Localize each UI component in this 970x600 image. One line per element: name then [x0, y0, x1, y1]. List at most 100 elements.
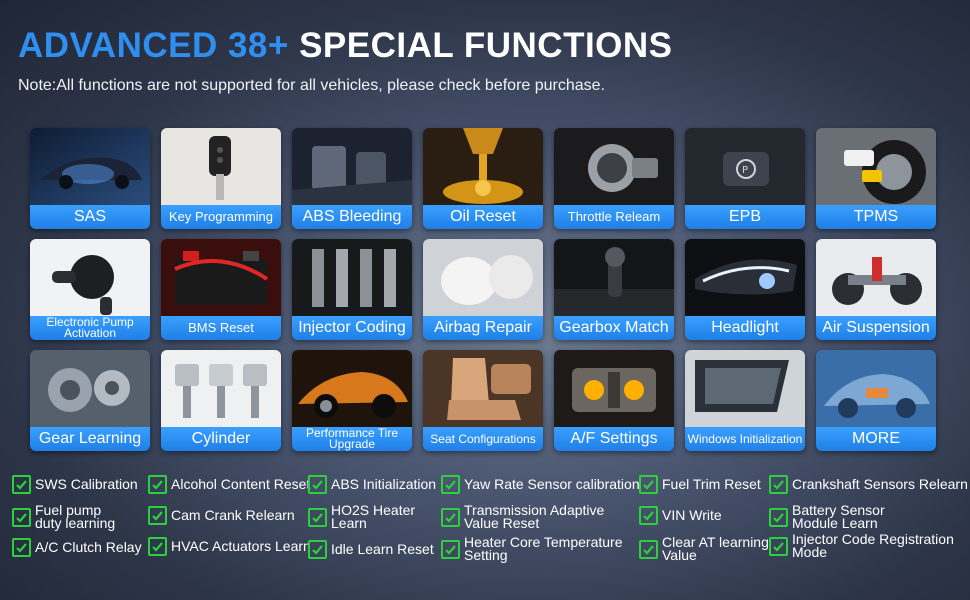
tile-label: SAS	[30, 205, 150, 229]
feature-item: Alcohol Content Reset	[148, 475, 310, 494]
oil-pour-icon	[423, 128, 543, 206]
feature-label: Heater Core Temperature Setting	[464, 534, 623, 563]
sports-car-icon	[292, 350, 412, 428]
feature-label: Fuel Trim Reset	[662, 476, 761, 492]
title-accent: ADVANCED 38+	[18, 26, 289, 65]
tile-label: Electronic Pump Activation	[30, 316, 150, 340]
gearbox-cutaway-icon	[30, 350, 150, 428]
title-rest: SPECIAL FUNCTIONS	[299, 26, 673, 65]
check-icon	[769, 507, 788, 527]
car-key-icon	[161, 128, 281, 206]
feature-label: Idle Learn Reset	[331, 541, 434, 557]
feature-label: Battery Sensor Module Learn	[792, 502, 885, 531]
check-icon	[308, 507, 327, 527]
tile-electronic-pump-activation[interactable]: Electronic Pump Activation	[30, 239, 150, 340]
tile-label: Oil Reset	[423, 205, 543, 229]
tile-tpms[interactable]: TPMS	[816, 128, 936, 229]
steering-car-icon	[30, 128, 150, 206]
feature-label: Yaw Rate Sensor calibration	[464, 476, 640, 492]
feature-label: SWS Calibration	[35, 476, 138, 492]
airbag-icon	[423, 239, 543, 317]
check-icon	[639, 506, 658, 525]
tile-label: Headlight	[685, 316, 805, 340]
tile-label: Air Suspension	[816, 316, 936, 340]
gear-shifter-icon	[554, 239, 674, 317]
tile-label: ABS Bleeding	[292, 205, 412, 229]
feature-label: Alcohol Content Reset	[171, 476, 311, 492]
feature-item: Heater Core Temperature Setting	[441, 534, 623, 563]
tile-seat-configurations[interactable]: Seat Configurations	[423, 350, 543, 451]
battery-icon	[161, 239, 281, 317]
check-icon	[441, 539, 460, 559]
feature-label: Clear AT learning Value	[662, 534, 769, 563]
feature-item: HO2S Heater Learn	[308, 503, 415, 530]
check-icon	[148, 537, 167, 556]
check-icon	[769, 536, 788, 556]
tile-throttle-releam[interactable]: Throttle Releam	[554, 128, 674, 229]
note-text: Note:All functions are not supported for…	[18, 77, 605, 94]
tile-label: Seat Configurations	[423, 427, 543, 451]
tile-cylinder[interactable]: Cylinder	[161, 350, 281, 451]
tile-headlight[interactable]: Headlight	[685, 239, 805, 340]
tile-label: Gear Learning	[30, 427, 150, 451]
engine-bay-icon	[554, 350, 674, 428]
feature-item: ABS Initialization	[308, 475, 436, 494]
feature-item: Crankshaft Sensors Relearn	[769, 475, 968, 494]
tile-windows-initialization[interactable]: Windows Initialization	[685, 350, 805, 451]
feature-label: Cam Crank Relearn	[171, 507, 295, 523]
tile-key-programming[interactable]: Key Programming	[161, 128, 281, 229]
feature-item: Clear AT learning Value	[639, 534, 769, 563]
feature-item: VIN Write	[639, 506, 722, 525]
brake-pedal-icon	[292, 128, 412, 206]
check-icon	[12, 475, 31, 494]
tile-injector-coding[interactable]: Injector Coding	[292, 239, 412, 340]
feature-item: Fuel Trim Reset	[639, 475, 761, 494]
tile-gear-learning[interactable]: Gear Learning	[30, 350, 150, 451]
feature-label: A/C Clutch Relay	[35, 539, 142, 555]
headlight-icon	[685, 239, 805, 317]
feature-item: Fuel pump duty learning	[12, 502, 116, 531]
tile-epb[interactable]: P EPB	[685, 128, 805, 229]
tile-gearbox-match[interactable]: Gearbox Match	[554, 239, 674, 340]
feature-item: Battery Sensor Module Learn	[769, 502, 885, 531]
tile-label: TPMS	[816, 205, 936, 229]
feature-item: Yaw Rate Sensor calibration	[441, 475, 640, 494]
check-icon	[12, 538, 31, 557]
tile-sas[interactable]: SAS	[30, 128, 150, 229]
feature-label: Injector Code Registration Mode	[792, 531, 954, 560]
throttle-body-icon	[554, 128, 674, 206]
feature-label: ABS Initialization	[331, 476, 437, 492]
suspension-chassis-icon	[816, 239, 936, 317]
check-icon	[148, 475, 167, 494]
tile-label: Windows Initialization	[685, 427, 805, 451]
check-icon	[12, 507, 31, 527]
check-icon	[308, 475, 327, 494]
tile-air-suspension[interactable]: Air Suspension	[816, 239, 936, 340]
check-icon	[639, 475, 658, 494]
check-icon	[148, 506, 167, 525]
tire-gauge-icon	[816, 128, 936, 206]
check-icon	[441, 475, 460, 494]
tile-more[interactable]: MORE	[816, 350, 936, 451]
tile-label: Injector Coding	[292, 316, 412, 340]
feature-item: A/C Clutch Relay	[12, 538, 142, 557]
feature-item: HVAC Actuators Learn	[148, 537, 311, 556]
function-grid: SAS Key Programming ABS Bleeding Oil Res…	[30, 128, 936, 451]
injector-icon	[292, 239, 412, 317]
svg-text:P: P	[742, 165, 748, 176]
tile-af-settings[interactable]: A/F Settings	[554, 350, 674, 451]
feature-item: SWS Calibration	[12, 475, 138, 494]
car-seat-icon	[423, 350, 543, 428]
tile-performance-tire-upgrade[interactable]: Performance Tire Upgrade	[292, 350, 412, 451]
pistons-icon	[161, 350, 281, 428]
feature-label: Fuel pump duty learning	[35, 502, 116, 531]
tile-airbag-repair[interactable]: Airbag Repair	[423, 239, 543, 340]
tile-label: A/F Settings	[554, 427, 674, 451]
check-icon	[639, 539, 658, 559]
feature-label: Crankshaft Sensors Relearn	[792, 476, 968, 492]
check-icon	[308, 540, 327, 559]
tile-oil-reset[interactable]: Oil Reset	[423, 128, 543, 229]
tile-label: MORE	[816, 427, 936, 451]
tile-bms-reset[interactable]: BMS Reset	[161, 239, 281, 340]
tile-abs-bleeding[interactable]: ABS Bleeding	[292, 128, 412, 229]
